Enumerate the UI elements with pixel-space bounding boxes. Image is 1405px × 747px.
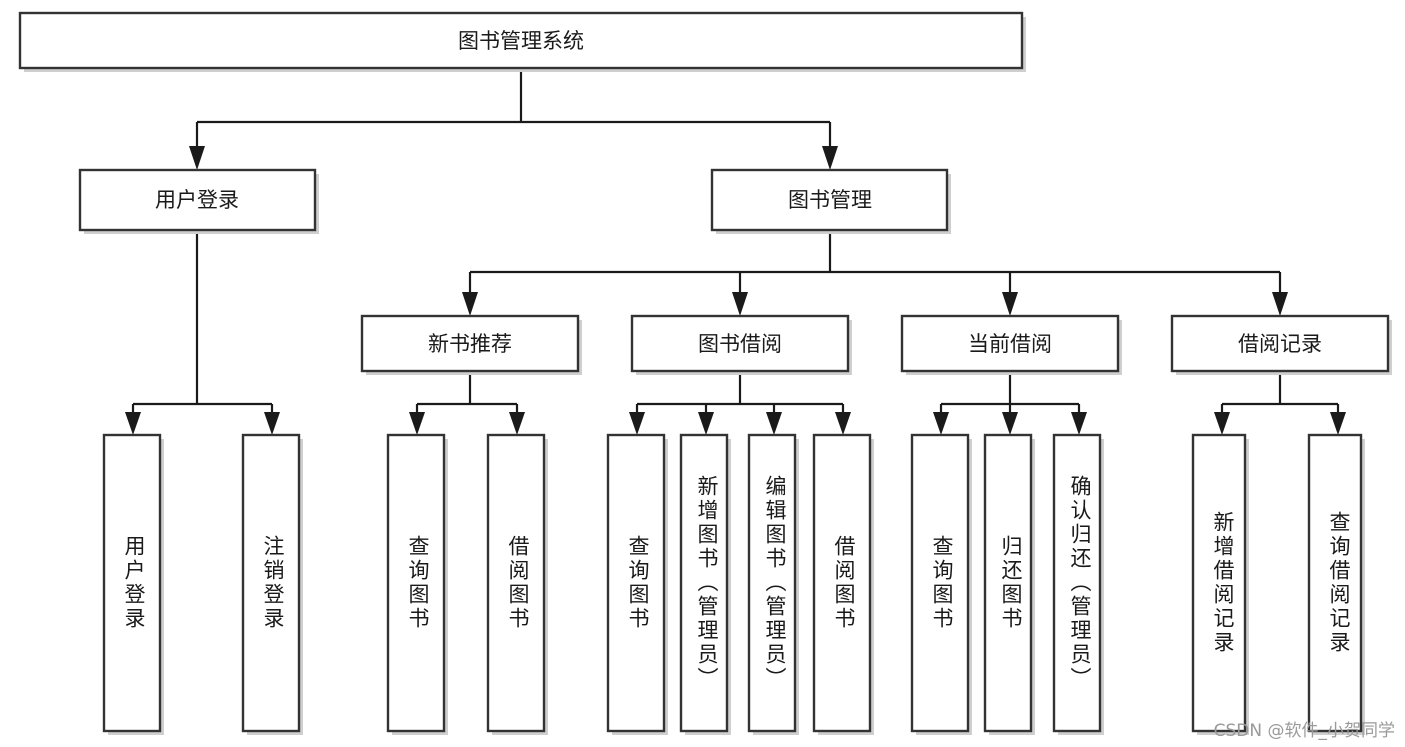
arrow-borrow-record [1272,292,1288,316]
arrow-leaf-query-book-3 [933,412,949,435]
node-leaf-query-book-2-label: 查询图书 [626,535,650,631]
arrow-leaf-edit-book [766,412,782,435]
node-new-book-recommend[interactable]: 新书推荐 [360,314,582,375]
node-book-management-box [710,168,949,232]
arrow-user-login [189,146,205,170]
node-leaf-return-book-label: 归还图书 [999,535,1023,631]
node-root-label: 图书管理系统 [458,29,584,53]
arrow-new-book-recommend [462,292,478,316]
node-leaf-query-record[interactable]: 查询借阅记录 [1307,433,1365,735]
node-leaf-return-book[interactable]: 归还图书 [983,433,1035,735]
node-leaf-query-book-3[interactable]: 查询图书 [910,433,972,735]
node-leaf-user-logout-box [241,433,301,733]
node-leaf-user-login-label: 用户登录 [122,535,146,631]
node-leaf-edit-book-box [747,433,797,733]
node-leaf-borrow-book-1-box [486,433,546,733]
node-leaf-add-book-label: 新增图书（管理员） [695,475,719,691]
node-leaf-query-record-box [1307,433,1363,733]
node-user-login-label: 用户登录 [155,188,239,212]
node-leaf-borrow-book-1[interactable]: 借阅图书 [486,433,548,735]
node-leaf-user-login[interactable]: 用户登录 [102,433,164,735]
node-book-borrow-box [630,314,850,373]
node-leaf-borrow-book-2[interactable]: 借阅图书 [812,433,874,735]
node-leaf-edit-book[interactable]: 编辑图书（管理员） [747,433,799,735]
node-leaf-query-book-2[interactable]: 查询图书 [606,433,668,735]
arrow-leaf-query-book-1 [409,412,425,435]
node-root-box [18,11,1024,70]
arrow-current-borrow [1002,292,1018,316]
arrow-leaf-user-logout [264,412,280,435]
node-leaf-add-record-box [1191,433,1247,733]
node-book-management-label: 图书管理 [788,188,872,212]
node-leaf-add-record[interactable]: 新增借阅记录 [1191,433,1249,735]
node-book-borrow[interactable]: 图书借阅 [630,314,852,375]
node-leaf-add-record-label: 新增借阅记录 [1211,511,1235,655]
node-leaf-confirm-return-label: 确认归还（管理员） [1068,475,1092,691]
arrow-book-management [822,146,838,170]
node-leaf-query-book-3-label: 查询图书 [930,535,954,631]
arrow-leaf-query-record [1330,412,1346,435]
node-leaf-user-logout-label: 注销登录 [261,535,285,631]
node-leaf-query-book-2-box [606,433,666,733]
node-root[interactable]: 图书管理系统 [18,11,1026,72]
node-leaf-confirm-return-box [1052,433,1102,733]
node-user-login[interactable]: 用户登录 [78,168,319,234]
node-book-borrow-label: 图书借阅 [698,332,782,356]
node-current-borrow[interactable]: 当前借阅 [900,314,1122,375]
node-leaf-borrow-book-2-label: 借阅图书 [832,535,856,631]
node-new-book-recommend-label: 新书推荐 [428,332,512,356]
node-leaf-query-book-1-label: 查询图书 [406,535,430,631]
arrow-leaf-borrow-book-1 [509,412,525,435]
arrow-leaf-return-book [1002,412,1018,435]
node-leaf-return-book-box [983,433,1033,733]
node-leaf-query-record-label: 查询借阅记录 [1327,511,1351,655]
node-leaf-user-logout[interactable]: 注销登录 [241,433,303,735]
node-current-borrow-box [900,314,1120,373]
arrow-leaf-user-login [125,412,141,435]
node-borrow-record-box [1170,314,1390,373]
arrow-leaf-add-book [698,412,714,435]
node-leaf-borrow-book-2-box [812,433,872,733]
arrow-leaf-query-book-2 [629,412,645,435]
arrow-leaf-add-record [1214,412,1230,435]
node-leaf-confirm-return[interactable]: 确认归还（管理员） [1052,433,1104,735]
node-borrow-record-label: 借阅记录 [1238,332,1322,356]
node-leaf-query-book-1[interactable]: 查询图书 [386,433,448,735]
node-leaf-add-book[interactable]: 新增图书（管理员） [679,433,731,735]
node-current-borrow-label: 当前借阅 [968,332,1052,356]
node-user-login-box [78,168,317,232]
arrow-book-borrow [732,292,748,316]
connector-layer [125,68,1346,435]
node-leaf-edit-book-label: 编辑图书（管理员） [763,475,787,691]
node-leaf-user-login-box [102,433,162,733]
node-new-book-recommend-box [360,314,580,373]
node-book-management[interactable]: 图书管理 [710,168,951,234]
node-leaf-query-book-1-box [386,433,446,733]
node-leaf-query-book-3-box [910,433,970,733]
arrow-leaf-borrow-book-2 [835,412,851,435]
node-leaf-add-book-box [679,433,729,733]
node-borrow-record[interactable]: 借阅记录 [1170,314,1392,375]
node-leaf-borrow-book-1-label: 借阅图书 [506,535,530,631]
arrow-leaf-confirm-return [1071,412,1087,435]
